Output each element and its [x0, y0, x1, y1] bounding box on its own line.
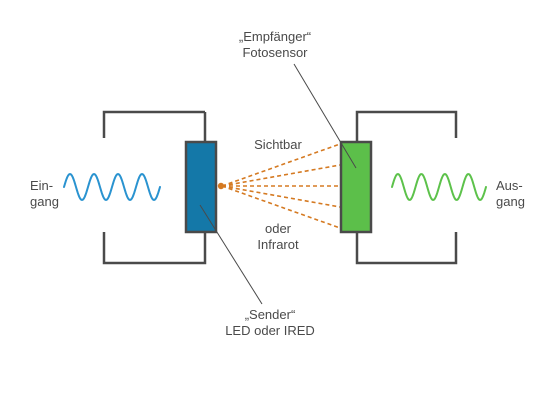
sender-circuit-bracket	[102, 110, 190, 138]
infrared-label: Infrarot	[257, 237, 299, 252]
light-beams	[221, 143, 341, 229]
sender-leader-line	[199, 204, 263, 305]
or-label: oder	[264, 221, 292, 236]
receiver-photosensor-block	[339, 140, 373, 234]
visible-light-label: Sichtbar	[254, 137, 302, 152]
receiver-title: „Empfänger“	[238, 29, 312, 44]
output-signal-wave	[391, 173, 487, 201]
input-label-line2: gang	[30, 194, 59, 209]
output-label-line1: Aus-	[496, 178, 523, 193]
receiver-circuit-bracket	[355, 110, 458, 142]
input-label-line1: Ein-	[30, 178, 54, 193]
beam-line	[221, 164, 341, 187]
input-signal-wave	[63, 173, 161, 201]
sender-title: „Sender“	[244, 307, 296, 322]
receiver-subtitle: Fotosensor	[242, 45, 308, 60]
sender-circuit-bracket-lower	[102, 232, 207, 265]
sender-led-block	[184, 140, 218, 234]
output-label-line2: gang	[496, 194, 525, 209]
beam-line	[221, 185, 341, 208]
receiver-circuit-bracket-lower	[355, 232, 458, 265]
emission-point	[217, 182, 225, 190]
sender-subtitle: LED oder IRED	[225, 323, 315, 338]
receiver-leader-line	[293, 63, 357, 169]
